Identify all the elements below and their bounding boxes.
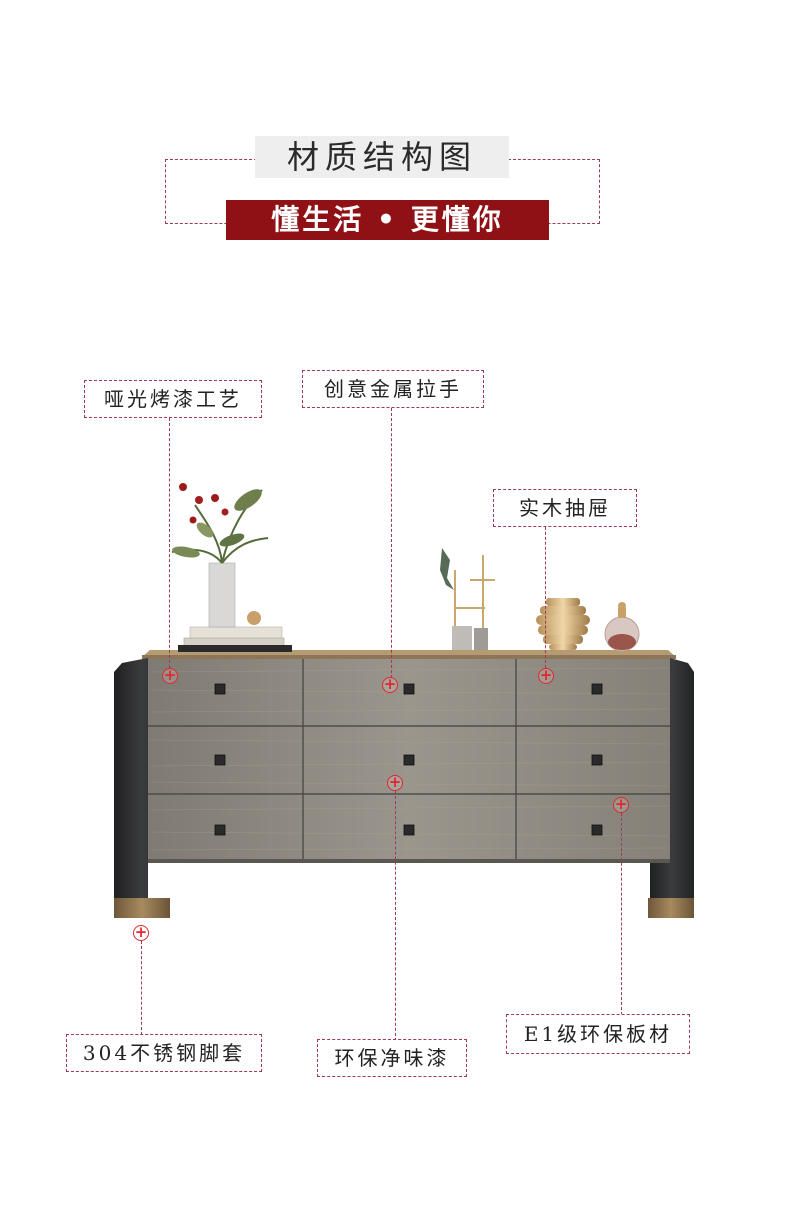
cabinet-top-edge	[142, 655, 676, 659]
header-frame-left	[165, 159, 257, 224]
plant-vase-decor	[171, 483, 269, 628]
leader-line-drawer	[545, 527, 546, 668]
books-decor	[178, 626, 292, 652]
plus-circle-icon[interactable]: +	[133, 923, 149, 941]
marble-base-decor	[452, 626, 472, 650]
leader-line-matte	[169, 418, 170, 668]
callout-stainless-feet: 304不锈钢脚套	[66, 1034, 262, 1072]
figure-decor	[440, 548, 454, 590]
right-side-panel	[650, 658, 694, 918]
drawer-knobs	[214, 683, 603, 836]
sculpture-decor	[454, 555, 495, 630]
callout-metal-handle: 创意金属拉手	[302, 370, 484, 408]
marble-base-decor-2	[474, 628, 488, 650]
left-foot-sleeve	[114, 898, 170, 918]
plus-circle-icon[interactable]: +	[162, 666, 178, 684]
left-side-panel	[114, 658, 170, 918]
callout-matte-paint: 哑光烤漆工艺	[84, 380, 262, 418]
leader-line-board	[621, 813, 622, 1015]
callout-eco-paint: 环保净味漆	[317, 1039, 467, 1077]
slogan-banner: 懂生活 • 更懂你	[226, 200, 549, 240]
ribbed-vase-decor	[536, 598, 590, 650]
leader-line-feet	[141, 941, 142, 1035]
plus-circle-icon[interactable]: +	[387, 773, 403, 791]
callout-solid-wood-drawer: 实木抽屉	[493, 489, 637, 527]
candle-decor	[247, 611, 261, 625]
leader-line-handle	[391, 408, 392, 678]
plus-circle-icon[interactable]: +	[382, 675, 398, 693]
header-frame-right	[508, 159, 600, 224]
plus-circle-icon[interactable]: +	[613, 795, 629, 813]
cabinet-bottom-edge	[148, 859, 670, 863]
decanter-decor	[604, 602, 640, 652]
leader-line-eco	[395, 791, 396, 1041]
plus-circle-icon[interactable]: +	[538, 666, 554, 684]
page-title: 材质结构图	[255, 136, 509, 178]
callout-e1-board: E1级环保板材	[506, 1014, 690, 1054]
right-foot-sleeve	[648, 898, 694, 918]
